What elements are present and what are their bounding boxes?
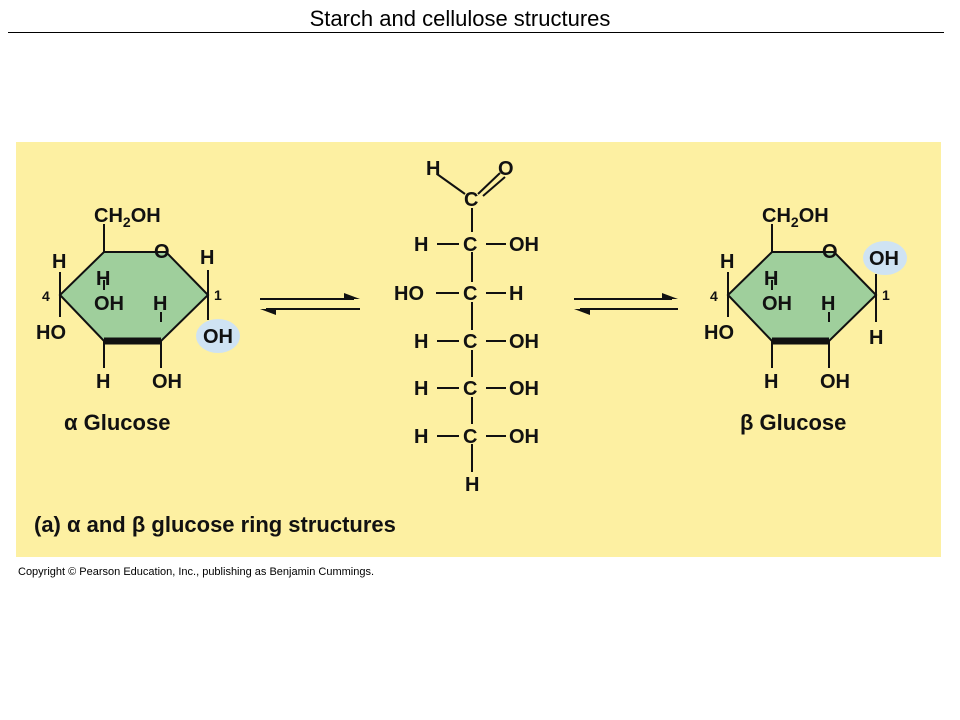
copyright-notice: Copyright © Pearson Education, Inc., pub… — [18, 566, 375, 578]
alpha-c1-oh: OH — [203, 326, 233, 348]
alpha-c2-oh: OH — [152, 371, 182, 393]
linear-r2-left: H — [414, 234, 428, 256]
alpha-c3-inner-oh: OH — [94, 293, 124, 315]
alpha-c4-number: 4 — [42, 288, 50, 304]
alpha-c3-h: H — [96, 371, 110, 393]
alpha-c4-ho: HO — [36, 322, 66, 344]
beta-c4-number: 4 — [710, 288, 718, 304]
slide-title: Starch and cellulose structures — [309, 6, 611, 31]
alpha-ring-oxygen: O — [154, 241, 170, 263]
beta-c3-h: H — [764, 371, 778, 393]
alpha-glucose: CH2OH O H 4 HO H OH H 1 H OH H OH α Gluc… — [36, 205, 240, 435]
alpha-c1-h: H — [200, 247, 214, 269]
title-divider — [8, 32, 944, 33]
linear-glucose: H O C H C OH HO C H H C OH H C OH H C OH… — [394, 158, 539, 496]
linear-r5-right: OH — [509, 378, 539, 400]
linear-r4-c: C — [463, 331, 477, 353]
beta-ch2oh: CH2OH — [762, 205, 829, 230]
linear-aldehyde-o: O — [498, 158, 514, 180]
linear-r6-left: H — [414, 426, 428, 448]
beta-ring-oxygen: O — [822, 241, 838, 263]
linear-r3-right: H — [509, 283, 523, 305]
beta-c5-h: H — [720, 251, 734, 273]
beta-c2-inner-h: H — [821, 293, 835, 315]
figure-caption: (a) α and β glucose ring structures — [34, 512, 396, 537]
beta-oh-highlight — [863, 241, 907, 275]
beta-c4-inner-h: H — [764, 268, 778, 290]
equilibrium-arrows-left — [260, 293, 360, 315]
linear-r5-left: H — [414, 378, 428, 400]
beta-glucose-label: β Glucose — [740, 410, 846, 435]
alpha-c5-h: H — [52, 251, 66, 273]
beta-c3-inner-oh: OH — [762, 293, 792, 315]
linear-r5-c: C — [463, 378, 477, 400]
linear-bottom-h: H — [465, 474, 479, 496]
beta-c1-number: 1 — [882, 287, 890, 303]
alpha-glucose-label: α Glucose — [64, 410, 170, 435]
linear-c1: C — [464, 189, 478, 211]
figure-panel: CH2OH O H 4 HO H OH H 1 H OH H OH α Gluc… — [16, 142, 941, 557]
linear-aldehyde-h: H — [426, 158, 440, 180]
linear-r6-c: C — [463, 426, 477, 448]
alpha-ring — [58, 251, 210, 342]
beta-c1-oh: OH — [869, 248, 899, 270]
linear-r3-left: HO — [394, 283, 424, 305]
linear-r4-left: H — [414, 331, 428, 353]
alpha-ch2oh: CH2OH — [94, 205, 161, 230]
beta-c1-h: H — [869, 327, 883, 349]
beta-glucose: CH2OH O H 4 HO H OH H 1 OH H H OH β Gluc… — [704, 205, 907, 435]
linear-r2-c: C — [463, 234, 477, 256]
equilibrium-arrows-right — [574, 293, 678, 315]
glucose-figure: CH2OH O H 4 HO H OH H 1 H OH H OH α Gluc… — [34, 158, 907, 537]
linear-r2-right: OH — [509, 234, 539, 256]
beta-c4-ho: HO — [704, 322, 734, 344]
alpha-c4-inner-h: H — [96, 268, 110, 290]
alpha-c1-number: 1 — [214, 287, 222, 303]
beta-ring — [726, 251, 878, 342]
linear-r3-c: C — [463, 283, 477, 305]
linear-r4-right: OH — [509, 331, 539, 353]
alpha-oh-highlight — [196, 319, 240, 353]
linear-r6-right: OH — [509, 426, 539, 448]
beta-c2-oh: OH — [820, 371, 850, 393]
alpha-c2-inner-h: H — [153, 293, 167, 315]
